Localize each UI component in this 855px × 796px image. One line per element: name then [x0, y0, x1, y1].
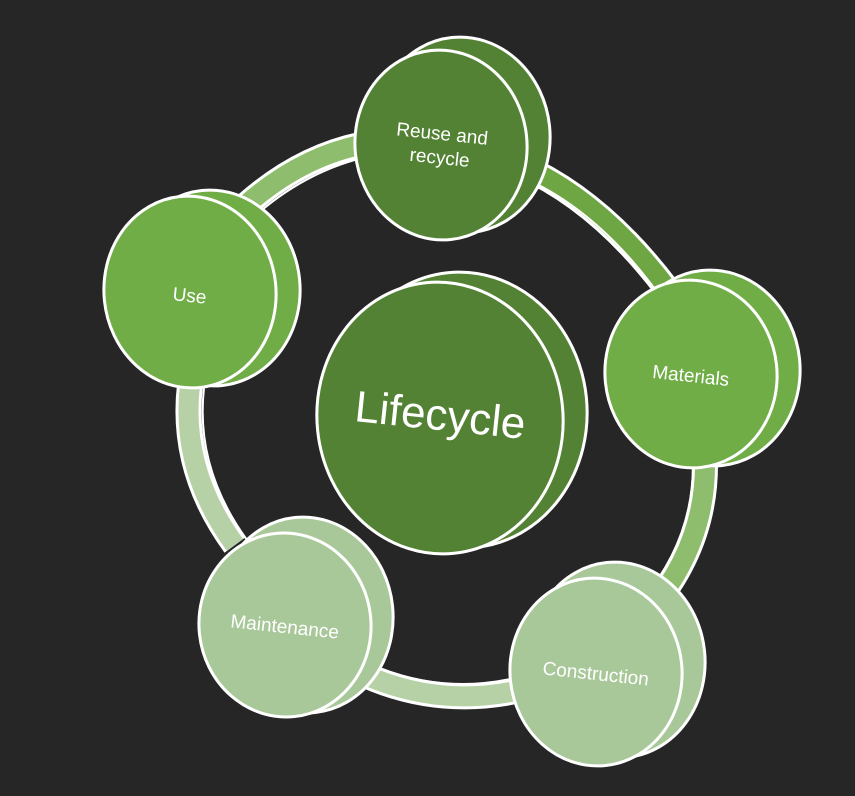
stage-node-maintenance: Maintenance: [197, 515, 395, 719]
stage-node-construction: Construction: [508, 560, 707, 768]
stage-node-reuse-and-recycle: Reuse and recycle: [353, 35, 552, 242]
stage-label-use: Use: [172, 284, 208, 308]
cycle-ring: [175, 132, 718, 710]
stage-node-use: Use: [102, 188, 302, 390]
center-node: Lifecycle: [315, 270, 589, 556]
stage-node-materials: Materials: [603, 268, 802, 470]
